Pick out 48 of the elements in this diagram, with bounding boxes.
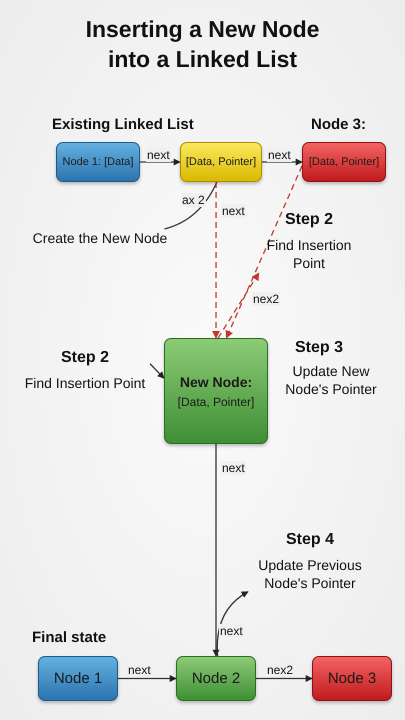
step-text: Update Previous Node's Pointer [257, 556, 363, 592]
node-text: [Data, Pointer] [186, 154, 256, 170]
step-text: Find Insertion Point [24, 374, 146, 392]
step-heading: Step 2 [60, 348, 109, 368]
edge-label: next [127, 663, 152, 677]
edge-label: next [267, 148, 292, 162]
step-text: Create the New Node [32, 229, 168, 247]
dashed-arrow [218, 272, 260, 338]
edge-label: nex2 [252, 292, 280, 306]
edge-label: next [221, 461, 246, 475]
edge-label: ax 2 [181, 193, 206, 207]
arrow [216, 591, 249, 656]
edge-label: next [146, 148, 171, 162]
list-node-box [180, 142, 262, 182]
edge-label: next [219, 624, 244, 638]
step-heading: Step 4 [286, 530, 334, 550]
list-node-box [302, 142, 386, 182]
edge-label: nex2 [266, 663, 294, 677]
node-heading: Node 3: [311, 115, 366, 134]
edge-label: next [221, 204, 246, 218]
list-node-box [176, 656, 256, 701]
node-text: [Data, Pointer] [308, 154, 380, 170]
section-heading: Final state [32, 628, 106, 647]
list-node-box [38, 656, 118, 701]
list-node-box [56, 142, 140, 182]
arrow [256, 675, 313, 682]
arrow [262, 158, 303, 166]
section-heading: Existing Linked List [52, 115, 194, 134]
arrow [150, 363, 164, 379]
node-text: Node 1: [Data] [62, 154, 134, 170]
list-node-box [312, 656, 392, 701]
leader-line [164, 182, 218, 230]
dashed-arrow [226, 166, 303, 339]
step-text: Find Insertion Point [266, 236, 352, 272]
node-text: Node 2 [192, 669, 240, 688]
node-text: Node 1 [54, 669, 102, 688]
node-heading: New Node: [180, 372, 252, 390]
arrow [118, 675, 177, 682]
step-heading: Step 2 [284, 210, 333, 230]
title: Inserting a New Node into a Linked List [84, 15, 320, 74]
arrow [140, 158, 181, 166]
arrow [212, 444, 220, 657]
step-text: Update New Node's Pointer [284, 362, 378, 398]
step-heading: Step 3 [295, 338, 344, 358]
dashed-arrow [212, 182, 220, 339]
new-node-box [164, 338, 268, 444]
node-text: Node 3 [328, 669, 376, 688]
node-text: [Data, Pointer] [178, 394, 254, 410]
